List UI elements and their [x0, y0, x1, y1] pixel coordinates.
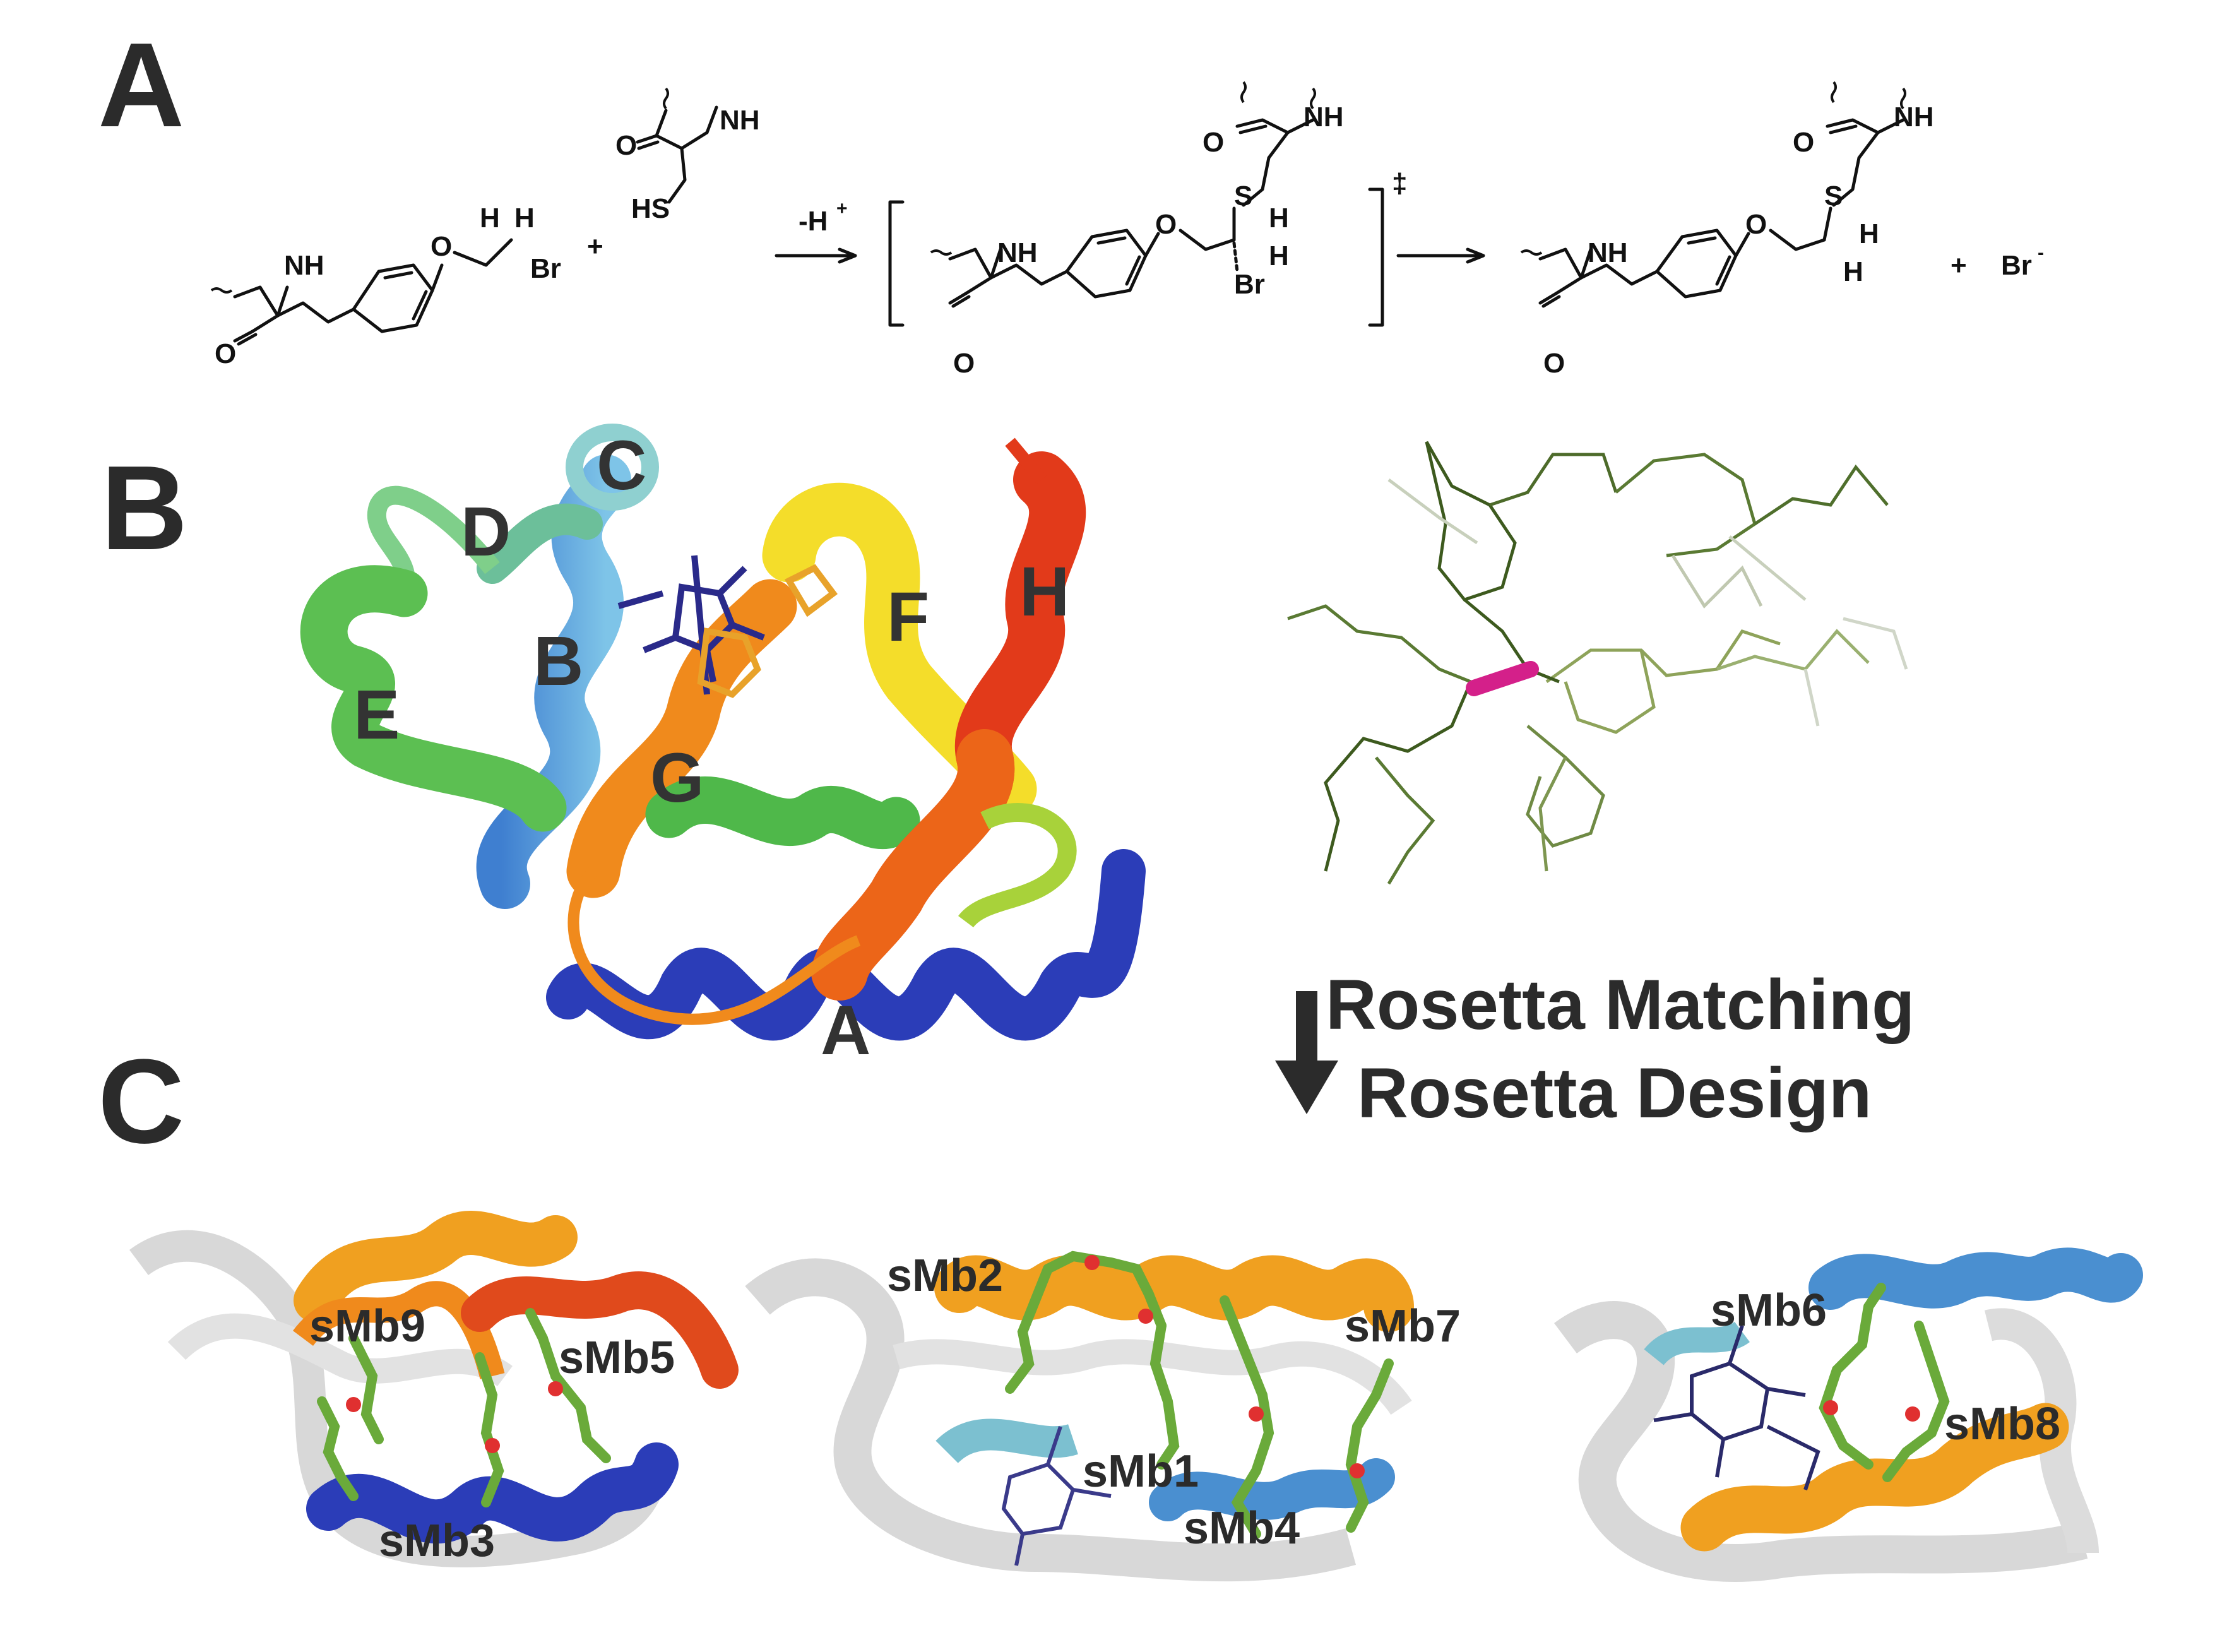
helix-label-h: H	[1019, 553, 1069, 631]
design-label-smb6: sMb6	[1711, 1285, 1827, 1336]
product-thioether: NH O O S H H O NH	[1520, 81, 1934, 379]
design-label-smb4: sMb4	[1184, 1503, 1300, 1554]
design-label-smb5: sMb5	[559, 1333, 675, 1383]
atom-o: O	[215, 338, 236, 369]
workflow-step-design: Rosetta Design	[1357, 1054, 1872, 1132]
atom-o: O	[1543, 348, 1565, 379]
atom-s: S	[1824, 181, 1843, 211]
atom-nh: NH	[284, 250, 324, 281]
dagger: ‡	[1392, 168, 1407, 199]
atom-o: O	[953, 348, 975, 379]
atom-h: H	[1859, 218, 1879, 249]
transition-state: ‡ NH O O S H H Br O NH	[888, 81, 1407, 379]
helix-label-f: F	[887, 578, 929, 656]
bromide-ion: Br	[2001, 250, 2032, 281]
design-view-middle	[745, 1251, 1414, 1582]
matching-bond	[1466, 661, 1539, 696]
atom-o: O	[1745, 209, 1767, 240]
atom-h: H	[514, 203, 535, 234]
atom-h: H	[1269, 241, 1289, 271]
atom-o: O	[1793, 127, 1814, 158]
panel-label-b: B	[101, 441, 187, 575]
design-label-smb1: sMb1	[1083, 1446, 1199, 1497]
atom-nh: NH	[997, 237, 1038, 268]
design-label-smb3: sMb3	[379, 1516, 495, 1566]
matching-overlay	[1287, 441, 1908, 885]
panel-label-a: A	[98, 18, 184, 152]
atom-o: O	[1155, 209, 1177, 240]
atom-o: O	[431, 231, 452, 262]
reactant-cysteine: O NH HS	[615, 87, 760, 224]
heme-orange-overlay	[697, 564, 838, 698]
reagent-sup: +	[836, 198, 848, 219]
atom-br: Br	[1234, 269, 1265, 300]
atom-h: H	[1843, 256, 1863, 287]
helix-label-d: D	[461, 493, 511, 571]
atom-o: O	[1203, 127, 1224, 158]
bromide-charge: -	[2038, 242, 2044, 263]
helix-label-b: B	[533, 622, 583, 700]
atom-s: S	[1234, 181, 1252, 211]
design-label-smb2: sMb2	[887, 1251, 1003, 1301]
design-view-left	[129, 1211, 739, 1567]
workflow-step-matching: Rosetta Matching	[1326, 965, 1915, 1044]
atom-nh: NH	[720, 105, 760, 136]
reactant-tyrosine-bromide: NH O O H H Br	[210, 203, 561, 369]
atom-nh: NH	[1894, 102, 1934, 133]
helix-label-c: C	[597, 427, 646, 504]
myoglobin-ribbon	[300, 424, 1146, 1041]
workflow-arrow	[1275, 991, 1338, 1114]
reaction-arrow-2	[1396, 247, 1485, 264]
atom-nh: NH	[1303, 102, 1344, 133]
atom-o: O	[615, 130, 637, 161]
design-label-smb7: sMb7	[1345, 1301, 1461, 1352]
atom-h: H	[480, 203, 500, 234]
plus-sign: +	[587, 231, 603, 262]
design-label-smb8: sMb8	[1944, 1399, 2060, 1449]
atom-nh: NH	[1588, 237, 1628, 268]
helix-label-g: G	[650, 739, 704, 817]
atom-br: Br	[530, 253, 561, 284]
plus-sign: +	[1951, 250, 1967, 281]
atom-hs: HS	[631, 193, 670, 224]
helix-label-a: A	[821, 992, 870, 1069]
design-view-right	[1554, 1247, 2143, 1582]
atom-h: H	[1269, 203, 1289, 234]
reaction-arrow-1: -H +	[775, 198, 857, 264]
design-label-smb9: sMb9	[309, 1301, 425, 1352]
helix-label-e: E	[353, 676, 400, 754]
reagent-label: -H	[799, 206, 828, 237]
panel-label-c: C	[98, 1035, 184, 1168]
